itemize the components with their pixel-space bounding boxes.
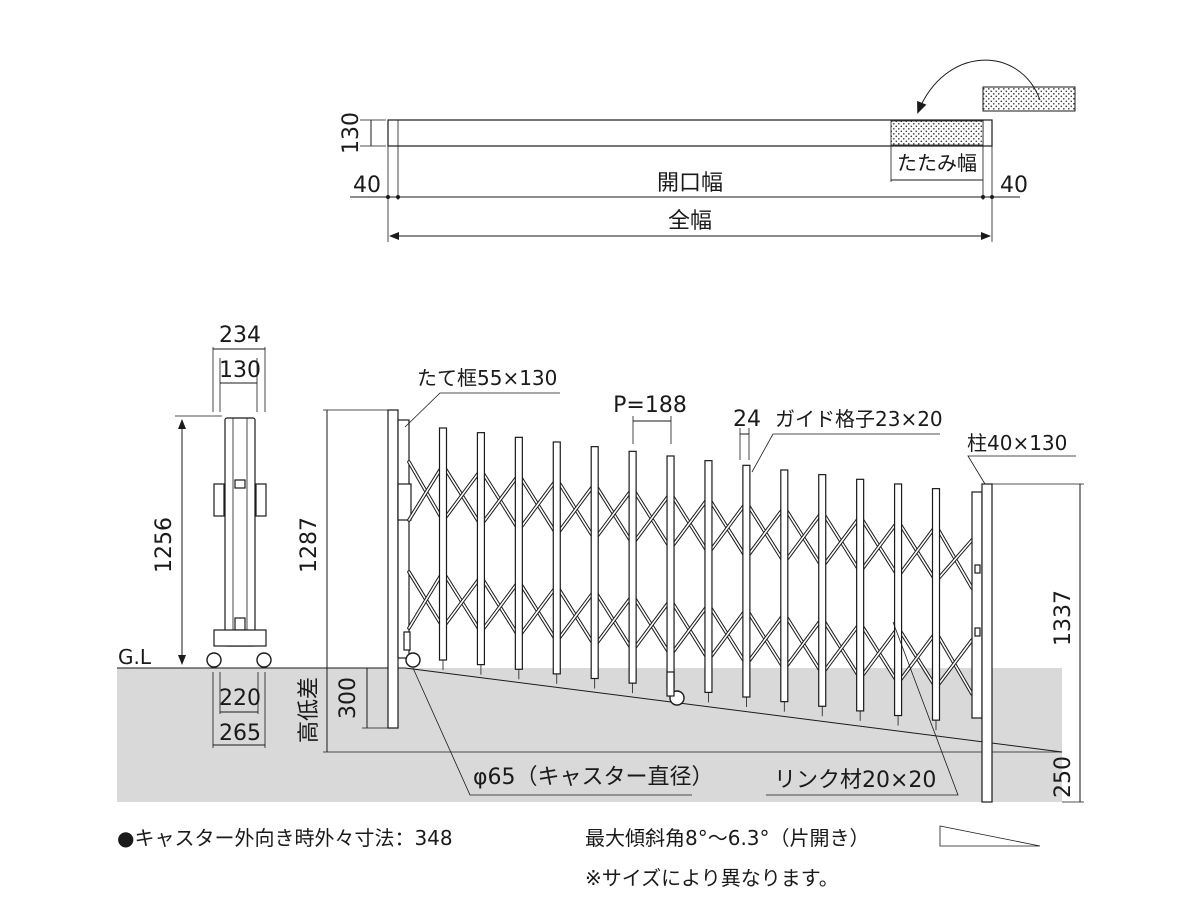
side-caster-left <box>206 652 222 668</box>
link-member-inner <box>707 501 748 555</box>
link-member-inner <box>935 524 973 589</box>
link-member-inner <box>593 594 634 647</box>
plan-folded-area <box>890 120 984 146</box>
right-post <box>981 483 993 803</box>
lattice-links <box>407 460 974 696</box>
side-base-inner-label: 220 <box>219 686 261 711</box>
link-member-inner <box>821 622 861 675</box>
link-member-inner <box>631 598 672 652</box>
plan-depth-label: 130 <box>339 112 364 154</box>
vertical-bar <box>780 469 789 703</box>
frame-callout: たて框55×130 <box>417 366 557 390</box>
note-max-slope: 最大傾斜角8°～6.3°（片開き） <box>585 826 870 850</box>
link-member-inner <box>783 510 824 564</box>
link-member-inner <box>669 496 710 550</box>
vertical-bar <box>552 441 561 675</box>
post-embed-label: 250 <box>1051 756 1076 798</box>
left-post <box>387 409 399 729</box>
vertical-bar <box>590 446 599 680</box>
link-member-inner <box>897 524 937 578</box>
link-member-inner <box>518 584 558 638</box>
link-member-inner <box>859 520 899 573</box>
vertical-bar <box>818 474 827 707</box>
guide-callout: ガイド格子23×20 <box>775 407 943 431</box>
plan-total-width-label: 全幅 <box>668 209 712 234</box>
level-diff-value: 300 <box>336 677 361 719</box>
vertical-bar <box>628 450 637 684</box>
link-member-inner <box>745 612 786 666</box>
link-member-inner <box>935 539 973 583</box>
link-member-inner <box>707 608 748 661</box>
notes: ●キャスター外向き時外々寸法：348 最大傾斜角8°～6.3°（片開き） ※サイ… <box>117 825 1041 890</box>
side-bracket-left <box>213 483 225 517</box>
pitch-label: P=188 <box>613 393 687 418</box>
link-callout: リンク材20×20 <box>774 768 936 793</box>
vertical-bar <box>704 460 713 693</box>
side-bracket-right <box>255 483 267 517</box>
side-width-outer-label: 234 <box>219 323 261 348</box>
lock-box <box>397 483 412 521</box>
plan-folded-width-label: たたみ幅 <box>897 151 977 175</box>
front-view: 1287 高低差 300 1337 250 たて框55×1 <box>297 366 1084 803</box>
gate-height-label: 1287 <box>297 517 322 573</box>
vertical-bar <box>856 478 865 712</box>
vertical-bar <box>742 464 751 698</box>
side-caster-right <box>256 652 272 668</box>
side-base-outer-label: 265 <box>219 721 261 746</box>
link-member-inner <box>935 639 973 689</box>
side-height-label: 1256 <box>152 517 177 573</box>
link-member-inner <box>442 575 482 629</box>
link-member-inner <box>555 482 596 536</box>
post-height-label: 1337 <box>1051 590 1076 646</box>
slope-symbol <box>939 825 1041 847</box>
link-member-inner <box>593 487 634 541</box>
plan-view: 130 たたみ幅 40 開口幅 40 全幅 <box>339 59 1076 242</box>
plan-folded-swing-position <box>982 86 1076 112</box>
vertical-frame <box>397 419 410 659</box>
ground-level-label: G.L <box>118 645 152 669</box>
link-member-inner <box>555 589 596 643</box>
level-diff-title: 高低差 <box>297 677 322 743</box>
vertical-bar <box>893 483 903 717</box>
post-callout: 柱40×130 <box>967 431 1067 455</box>
link-member-inner <box>408 571 444 629</box>
side-frame <box>224 417 256 647</box>
vertical-bar <box>514 436 523 670</box>
link-member-inner <box>783 617 824 671</box>
link-member-inner <box>518 478 558 531</box>
link-member-inner <box>745 506 786 559</box>
vertical-bar <box>476 432 486 666</box>
vertical-bar <box>438 427 448 661</box>
vertical-bar <box>666 455 675 689</box>
link-member-inner <box>408 464 444 521</box>
link-member-inner <box>480 473 520 527</box>
slope-line <box>404 667 1063 753</box>
link-member-inner <box>480 580 520 633</box>
link-member-inner <box>821 515 861 569</box>
vertical-bars <box>438 427 941 731</box>
side-base <box>213 629 267 647</box>
caster-callout: φ65（キャスター直径） <box>473 765 714 790</box>
link-member-inner <box>897 631 937 684</box>
link-member-inner <box>631 492 672 545</box>
plan-end-left-label: 40 <box>353 173 381 198</box>
side-width-inner-label: 130 <box>219 358 261 383</box>
front-caster-left <box>405 652 421 668</box>
note-caster-outward: ●キャスター外向き時外々寸法：348 <box>117 826 453 850</box>
link-member-inner <box>442 468 482 522</box>
link-member-inner <box>859 626 899 680</box>
vertical-bar <box>931 488 941 721</box>
swing-arc-arrow <box>917 59 1041 114</box>
plan-end-right-label: 40 <box>1000 173 1028 198</box>
note-varies: ※サイズにより異なります。 <box>585 866 839 890</box>
plan-opening-width-label: 開口幅 <box>657 171 723 196</box>
ground <box>117 668 1062 802</box>
link-member-inner <box>669 603 710 657</box>
end-frame <box>971 491 983 719</box>
side-view: 234 130 1256 G.L 220 265 <box>118 323 272 748</box>
guide-width-label: 24 <box>733 407 761 432</box>
